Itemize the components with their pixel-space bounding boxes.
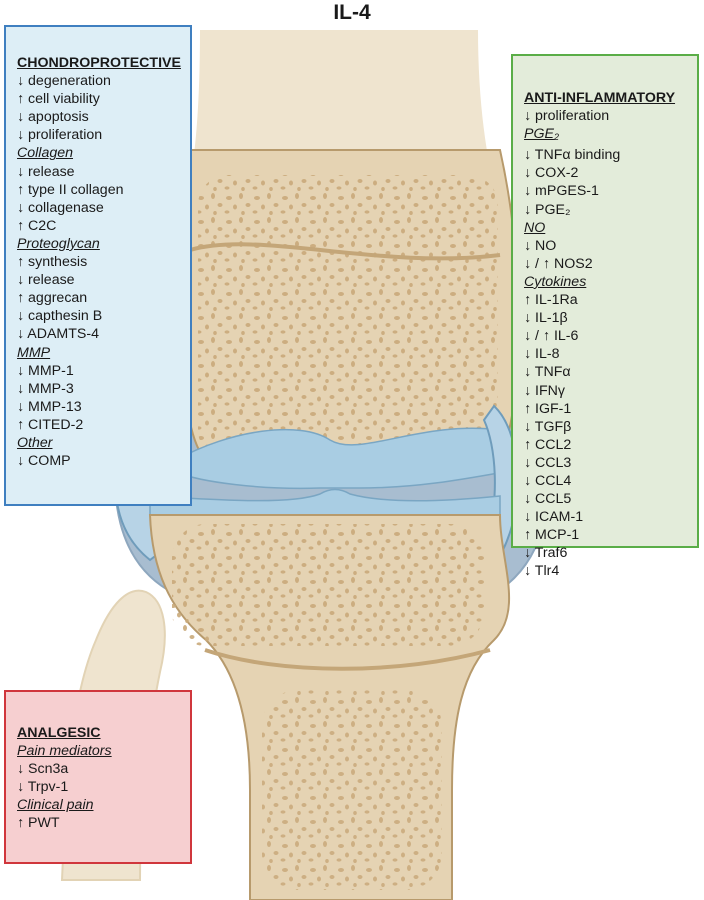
subcategory-heading: Clinical pain bbox=[17, 797, 94, 814]
effect-item: ↑ type II collagen bbox=[17, 181, 124, 198]
subcategory-heading: MMP bbox=[17, 344, 51, 361]
tibia-spongy-bone bbox=[172, 524, 484, 646]
effect-item: ↓ proliferation bbox=[524, 108, 610, 125]
analgesic-heading: ANALGESIC bbox=[17, 725, 101, 741]
effect-item: ↓ CCL3 bbox=[524, 454, 572, 471]
effect-item: ↑ MCP-1 bbox=[524, 527, 580, 544]
effect-item: ↓ proliferation bbox=[17, 127, 103, 144]
anti-inflammatory-heading: ANTI-INFLAMMATORY bbox=[524, 90, 676, 106]
effect-item: ↓ TNFα binding bbox=[524, 147, 621, 164]
effect-item: ↓ MMP-1 bbox=[17, 362, 74, 379]
effect-item: ↑ synthesis bbox=[17, 254, 88, 271]
effect-item: ↓ / ↑ NOS2 bbox=[524, 255, 593, 272]
effect-item: ↓ capthesin B bbox=[17, 308, 103, 325]
figure-title: IL-4 bbox=[333, 1, 371, 24]
subcategory-heading: Collagen bbox=[17, 145, 74, 162]
subcategory-heading: Other bbox=[17, 434, 53, 451]
effect-item: ↓ release bbox=[17, 163, 75, 180]
effect-item: ↓ collagenase bbox=[17, 199, 104, 216]
effect-item: ↑ CCL2 bbox=[524, 436, 572, 453]
effect-item: ↓ PGE₂ bbox=[524, 201, 571, 218]
effect-item: ↓ NO bbox=[524, 237, 557, 254]
effect-item: ↓ Tlr4 bbox=[524, 563, 560, 580]
effect-item: ↓ MMP-13 bbox=[17, 398, 82, 415]
chondroprotective-box: CHONDROPROTECTIVE ↓ degeneration↑ cell v… bbox=[4, 25, 192, 506]
effect-item: ↑ C2C bbox=[17, 217, 57, 234]
subcategory-heading: Cytokines bbox=[524, 273, 587, 290]
subcategory-heading: NO bbox=[524, 219, 546, 236]
effect-item: ↓ ADAMTS-4 bbox=[17, 326, 99, 343]
effect-item: ↓ mPGES-1 bbox=[524, 183, 599, 200]
effect-item: ↓ CCL4 bbox=[524, 472, 572, 489]
effect-item: ↓ IL-1β bbox=[524, 310, 568, 327]
effect-item: ↑ cell viability bbox=[17, 91, 100, 108]
femur-spongy-bone bbox=[198, 175, 498, 460]
effect-item: ↑ IL-1Ra bbox=[524, 292, 578, 309]
chondroprotective-heading: CHONDROPROTECTIVE bbox=[17, 55, 181, 71]
effect-item: ↓ TGFβ bbox=[524, 418, 572, 435]
chondroprotective-list: ↓ degeneration↑ cell viability↓ apoptosi… bbox=[17, 72, 190, 470]
effect-item: ↓ COX-2 bbox=[524, 165, 579, 182]
effect-item: ↓ TNFα bbox=[524, 364, 571, 381]
effect-item: ↓ degeneration bbox=[17, 73, 111, 90]
tibia-growth-plate-line bbox=[204, 648, 491, 671]
effect-item: ↑ PWT bbox=[17, 815, 60, 832]
subcategory-heading: PGE2 bbox=[524, 126, 559, 143]
effect-item: ↑ aggrecan bbox=[17, 290, 88, 307]
effect-item: ↑ IGF-1 bbox=[524, 400, 572, 417]
effect-item: ↓ MMP-3 bbox=[17, 380, 74, 397]
effect-item: ↓ IL-8 bbox=[524, 346, 560, 363]
growth-plate-line bbox=[189, 242, 501, 261]
effect-item: ↓ / ↑ IL-6 bbox=[524, 328, 579, 345]
effect-item: ↓ CCL5 bbox=[524, 491, 572, 508]
effect-item: ↓ COMP bbox=[17, 453, 71, 470]
effect-item: ↓ Trpv-1 bbox=[17, 779, 69, 796]
effect-item: ↓ Scn3a bbox=[17, 761, 69, 778]
effect-item: ↓ release bbox=[17, 272, 75, 289]
effect-item: ↓ IFNγ bbox=[524, 382, 565, 399]
subcategory-heading: Proteoglycan bbox=[17, 235, 100, 252]
effect-item: ↑ CITED-2 bbox=[17, 416, 84, 433]
effect-item: ↓ Traf6 bbox=[524, 545, 568, 562]
subcategory-heading: Pain mediators bbox=[17, 743, 112, 760]
effect-item: ↓ ICAM-1 bbox=[524, 509, 584, 526]
effect-item: ↓ apoptosis bbox=[17, 109, 89, 126]
tibia-lower-spongy-bone bbox=[262, 690, 442, 890]
tibial-cartilage bbox=[149, 488, 501, 516]
